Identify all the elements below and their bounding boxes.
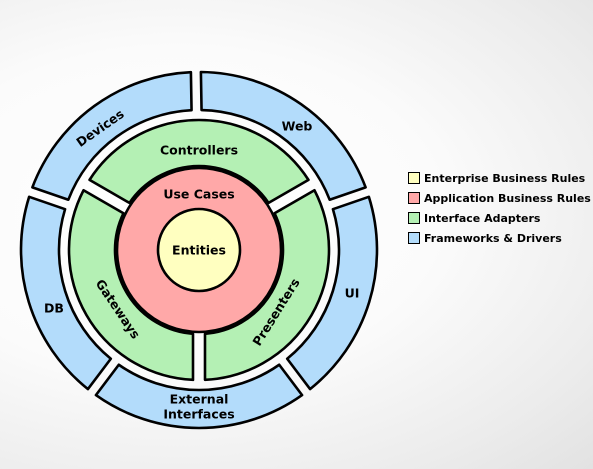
label-use-cases: Use Cases — [163, 187, 234, 202]
segment-presenters — [203, 188, 331, 382]
label-entities: Entities — [172, 243, 226, 258]
label-controllers: Controllers — [160, 143, 238, 158]
segment-web — [199, 70, 367, 202]
legend-label-application-business-rules: Application Business Rules — [424, 191, 591, 205]
legend-item-enterprise-business-rules: Enterprise Business Rules — [408, 168, 591, 188]
label-web: Web — [282, 119, 313, 134]
legend-swatch-application-business-rules — [408, 192, 420, 204]
legend-item-interface-adapters: Interface Adapters — [408, 208, 591, 228]
legend-swatch-interface-adapters — [408, 212, 420, 224]
legend-swatch-enterprise-business-rules — [408, 172, 420, 184]
label-db: DB — [44, 301, 64, 316]
segment-external-interfaces — [94, 363, 304, 430]
segment-controllers — [88, 118, 310, 205]
legend-item-application-business-rules: Application Business Rules — [408, 188, 591, 208]
legend-item-frameworks-drivers: Frameworks & Drivers — [408, 228, 591, 248]
legend-label-interface-adapters: Interface Adapters — [424, 211, 541, 225]
label-ui: UI — [345, 286, 360, 301]
segment-entities — [156, 207, 242, 293]
segment-ui — [285, 195, 379, 391]
legend: Enterprise Business Rules Application Bu… — [408, 168, 591, 248]
segment-devices — [31, 70, 193, 202]
legend-swatch-frameworks-drivers — [408, 232, 420, 244]
legend-label-enterprise-business-rules: Enterprise Business Rules — [424, 171, 586, 185]
segment-gateways — [67, 188, 195, 382]
legend-label-frameworks-drivers: Frameworks & Drivers — [424, 231, 562, 245]
segment-db — [19, 195, 113, 391]
